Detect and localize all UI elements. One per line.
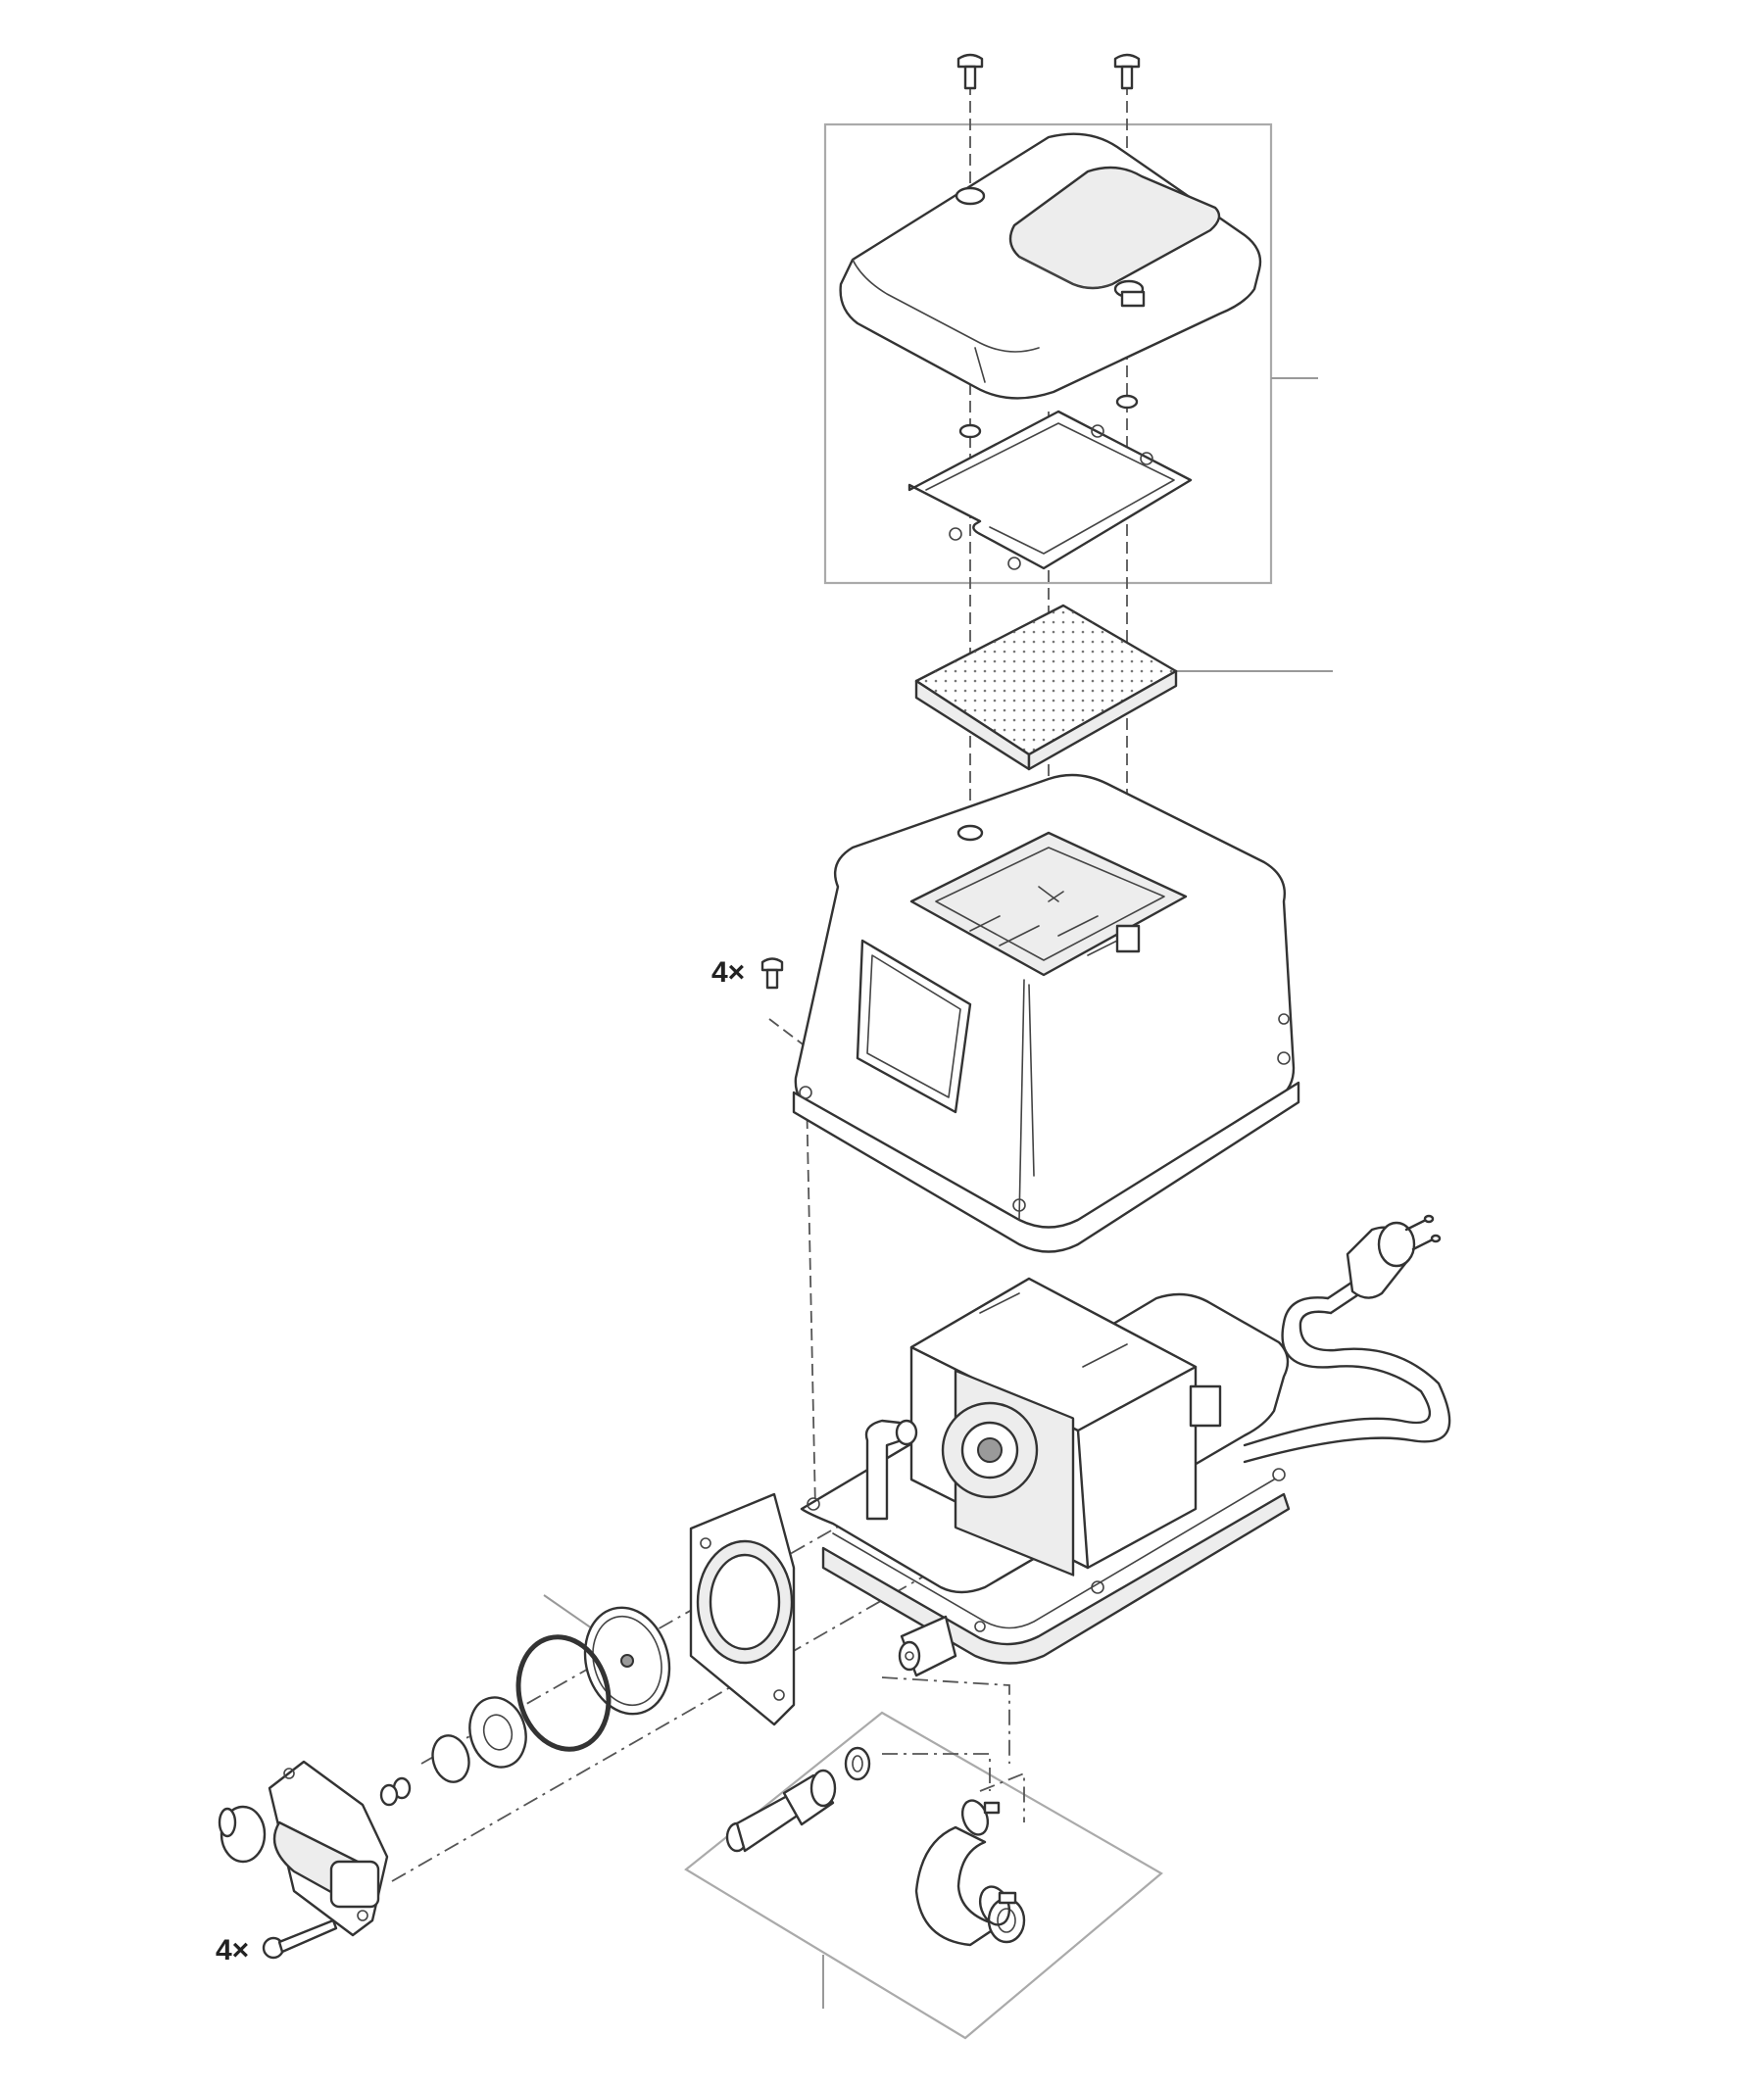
top-cover	[839, 132, 1262, 400]
top-screw-left	[956, 53, 984, 90]
hose-clamps	[960, 1799, 1017, 1926]
housing-cover	[792, 773, 1300, 1253]
small-washers	[958, 394, 1139, 439]
housing-screw-quantity: 4×	[711, 956, 745, 989]
chamber-plate	[689, 1492, 796, 1726]
chamber-cover	[218, 1760, 389, 1937]
top-screw-right	[1113, 53, 1141, 90]
base-motor-assembly	[800, 1277, 1291, 1677]
power-plug	[1346, 1214, 1442, 1299]
cover-bolt-quantity: 4×	[216, 1934, 249, 1966]
power-cord	[1243, 1277, 1451, 1464]
retaining-plate	[468, 1696, 527, 1769]
cover-bolt	[262, 1918, 338, 1960]
small-disc	[431, 1734, 470, 1783]
top-assembly-frame	[823, 122, 1318, 585]
filter-pad	[914, 604, 1178, 771]
o-ring	[515, 1634, 612, 1752]
connector-washer	[844, 1746, 871, 1781]
hose-connector	[725, 1769, 837, 1853]
housing-screw	[760, 957, 784, 990]
diaphragm-disc	[583, 1606, 671, 1716]
hose-elbow	[914, 1825, 1026, 1947]
outlet-kit-frame	[684, 1711, 1163, 2040]
nut-and-washer	[379, 1776, 412, 1807]
gasket-frame	[907, 410, 1193, 570]
